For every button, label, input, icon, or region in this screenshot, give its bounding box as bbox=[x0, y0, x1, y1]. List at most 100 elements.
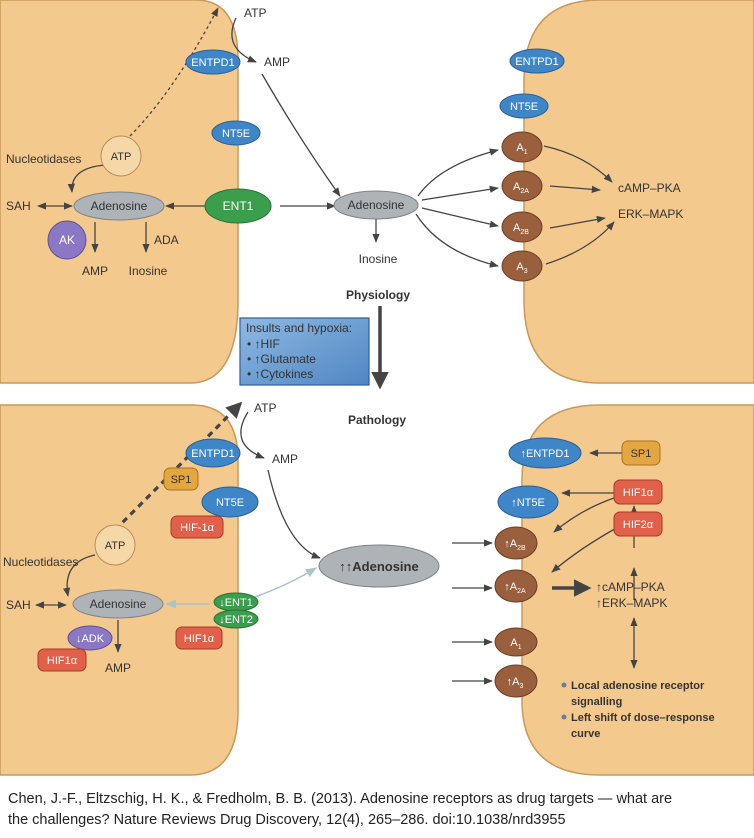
right-nt5e-label: NT5E bbox=[510, 101, 538, 113]
ent1-node bbox=[204, 188, 272, 224]
right-hif2a-node bbox=[613, 511, 663, 537]
svg-text:↑A2B: ↑A2B bbox=[504, 538, 526, 552]
ak-label: AK bbox=[59, 233, 75, 247]
elevated-erk-mapk-label: ↑ERK–MAPK bbox=[596, 596, 667, 610]
svg-text:A1: A1 bbox=[510, 637, 521, 651]
svg-text:A3: A3 bbox=[516, 261, 527, 275]
citation: Chen, J.-F., Eltzschig, H. K., & Fredhol… bbox=[8, 789, 748, 831]
svg-text:A2A: A2A bbox=[513, 181, 529, 195]
amp-out-label: AMP bbox=[264, 55, 290, 69]
insults-title: Insults and hypoxia: bbox=[246, 321, 352, 335]
bottom-entpd1-node bbox=[185, 438, 241, 468]
atp-out-label: ATP bbox=[244, 6, 266, 20]
outcome-line-4: curve bbox=[571, 728, 600, 740]
bottom-arrows bbox=[35, 401, 638, 685]
receptor-a2b-elevated-sub: 2B bbox=[517, 545, 526, 552]
ak-node bbox=[47, 220, 87, 260]
extracellular-inosine-label: Inosine bbox=[359, 252, 398, 266]
entpd1-node bbox=[185, 49, 241, 75]
receptor-a2a: A2A bbox=[501, 170, 543, 202]
entpd1-label: ENTPD1 bbox=[191, 57, 234, 69]
bottom-sp1-label: SP1 bbox=[171, 474, 192, 486]
bottom-adenosine-node bbox=[72, 589, 164, 619]
bottom-nt5e-label: NT5E bbox=[216, 497, 244, 509]
bottom-nt5e-node bbox=[201, 486, 259, 518]
receptor-a1-base: A bbox=[516, 142, 524, 154]
outcome-line-3: Left shift of dose–response bbox=[571, 712, 715, 724]
ent1-down-label: ↓ENT1 bbox=[219, 597, 253, 609]
right-hif1a-node bbox=[613, 479, 663, 505]
atp-in-node bbox=[100, 135, 142, 177]
svg-text:↑A2A: ↑A2A bbox=[504, 581, 526, 595]
nt5e-label: NT5E bbox=[222, 128, 250, 140]
receptor-a2b-elevated-base: ↑A bbox=[504, 538, 518, 550]
right-nt5e-node bbox=[499, 93, 549, 119]
outcome-line-1: Local adenosine receptor bbox=[571, 680, 705, 692]
right-entpd1-label: ENTPD1 bbox=[515, 56, 558, 68]
bottom-hif1a-nt5e-node bbox=[170, 515, 224, 539]
elevated-adenosine-node bbox=[318, 544, 440, 588]
right-hif2a-label: HIF2α bbox=[623, 519, 654, 531]
bottom-sp1-node bbox=[163, 467, 199, 491]
receptor-a3: A3 bbox=[501, 250, 543, 282]
insult-glutamate: • ↑Glutamate bbox=[247, 352, 316, 366]
right-entpd1-node bbox=[509, 48, 565, 74]
receptor-a3-base: A bbox=[516, 261, 524, 273]
receptor-a2b: A2B bbox=[501, 211, 543, 243]
atp-in-label: ATP bbox=[111, 151, 132, 163]
svg-text:A1: A1 bbox=[516, 142, 527, 156]
nucleotidases-label: Nucleotidases bbox=[6, 152, 81, 166]
receptor-a3-elevated-sub: 3 bbox=[519, 683, 523, 690]
receptor-a2b-sub: 2B bbox=[520, 229, 529, 236]
bottom-hif1a-adk-label: HIF1α bbox=[47, 655, 78, 667]
ent2-down-label: ↓ENT2 bbox=[219, 614, 253, 626]
outcome-line-2: signalling bbox=[571, 696, 622, 708]
bottom-amp-in-label: AMP bbox=[105, 661, 131, 675]
bottom-nucleotidases-label: Nucleotidases bbox=[3, 555, 78, 569]
receptor-a1-pathology: A1 bbox=[494, 627, 538, 657]
receptor-a1-sub: 1 bbox=[524, 149, 528, 156]
receptor-a3-elevated-base: ↑A bbox=[507, 676, 521, 688]
elevated-entpd1-label: ↑ENTPD1 bbox=[521, 448, 570, 460]
camp-pka-label: cAMP–PKA bbox=[618, 181, 681, 195]
receptor-a2b-base: A bbox=[513, 222, 521, 234]
right-hif1a-label: HIF1α bbox=[623, 487, 654, 499]
top-right-cell bbox=[523, 0, 754, 384]
bottom-hif1a-ent-label: HIF1α bbox=[184, 633, 215, 645]
bottom-atp-out-label: ATP bbox=[254, 401, 276, 415]
receptor-a3-sub: 3 bbox=[524, 268, 528, 275]
top-arrows bbox=[37, 7, 615, 268]
bottom-right-cell bbox=[521, 404, 754, 776]
receptor-a1-pathology-base: A bbox=[510, 637, 518, 649]
elevated-nt5e-node bbox=[497, 485, 559, 519]
adk-down-label: ↓ADK bbox=[76, 633, 105, 645]
svg-text:↑A3: ↑A3 bbox=[507, 676, 524, 690]
bottom-adenosine-label: Adenosine bbox=[90, 597, 147, 611]
amp-in-label: AMP bbox=[82, 264, 108, 278]
bottom-sah-label: SAH bbox=[6, 598, 31, 612]
ent1-label: ENT1 bbox=[223, 199, 254, 213]
receptor-a2b-elevated: ↑A2B bbox=[494, 526, 538, 560]
erk-mapk-label: ERK–MAPK bbox=[618, 207, 683, 221]
receptor-a2a-base: A bbox=[513, 181, 521, 193]
receptor-a2a-sub: 2A bbox=[520, 188, 529, 195]
bottom-atp-in-node bbox=[94, 524, 136, 566]
elevated-nt5e-label: ↑NT5E bbox=[511, 497, 545, 509]
receptor-a2a-elevated-sub: 2A bbox=[517, 588, 526, 595]
sah-label: SAH bbox=[6, 199, 31, 213]
receptor-a1-pathology-sub: 1 bbox=[518, 644, 522, 651]
bottom-hif1a-adk-node bbox=[37, 648, 87, 672]
receptor-a2a-elevated: ↑A2A bbox=[494, 569, 538, 603]
elevated-adenosine-label: ↑↑Adenosine bbox=[339, 559, 418, 574]
svg-text:A2B: A2B bbox=[513, 222, 529, 236]
adenosine-label: Adenosine bbox=[91, 199, 148, 213]
elevated-camp-pka-label: ↑cAMP–PKA bbox=[596, 580, 665, 594]
pathology-outcomes: Local adenosine receptor signalling Left… bbox=[561, 680, 715, 740]
citation-line-1: Chen, J.-F., Eltzschig, H. K., & Fredhol… bbox=[8, 791, 673, 807]
right-sp1-node bbox=[621, 440, 661, 466]
adenosine-node bbox=[73, 191, 165, 221]
elevated-entpd1-node bbox=[508, 437, 582, 469]
bottom-amp-out-label: AMP bbox=[272, 452, 298, 466]
citation-line-2: the challenges? Nature Reviews Drug Disc… bbox=[8, 812, 566, 828]
bottom-atp-in-label: ATP bbox=[105, 540, 126, 552]
